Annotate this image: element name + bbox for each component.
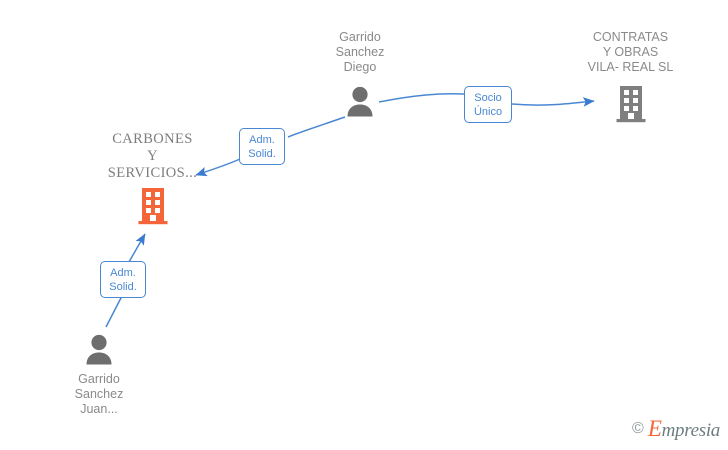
node-company-contratas-label: CONTRATAS Y OBRAS VILA- REAL SL [587, 30, 674, 74]
node-person-diego[interactable]: Garrido Sanchez Diego [300, 30, 420, 120]
edge-juan-carbones-upper [128, 233, 146, 263]
edge-badge-adm-solid-juan[interactable]: Adm. Solid. [100, 261, 146, 298]
person-icon [345, 85, 375, 117]
copyright-icon: © [632, 420, 644, 437]
watermark-brand-rest: mpresia [661, 420, 721, 441]
node-company-contratas[interactable]: CONTRATAS Y OBRAS VILA- REAL SL [563, 30, 698, 125]
node-person-diego-label: Garrido Sanchez Diego [335, 30, 385, 74]
node-company-carbones-label: CARBONES Y SERVICIOS... [107, 131, 198, 181]
building-icon [615, 85, 647, 123]
node-person-juan[interactable]: Garrido Sanchez Juan... [39, 333, 159, 423]
node-person-juan-label: Garrido Sanchez Juan... [74, 372, 124, 416]
edge-badge-adm-solid-diego[interactable]: Adm. Solid. [239, 128, 285, 165]
watermark-brand-initial: E [647, 416, 662, 441]
edge-badge-socio-unico[interactable]: Socio Único [464, 86, 512, 123]
person-icon [84, 333, 114, 365]
watermark-brand: Empresia [648, 416, 720, 442]
edge-diego-carbones-upper [287, 116, 346, 138]
building-icon [137, 187, 169, 225]
watermark-empresia: © Empresia [632, 416, 720, 442]
node-company-carbones[interactable]: CARBONES Y SERVICIOS... [90, 131, 215, 226]
edge-juan-carbones-lower [105, 293, 124, 328]
